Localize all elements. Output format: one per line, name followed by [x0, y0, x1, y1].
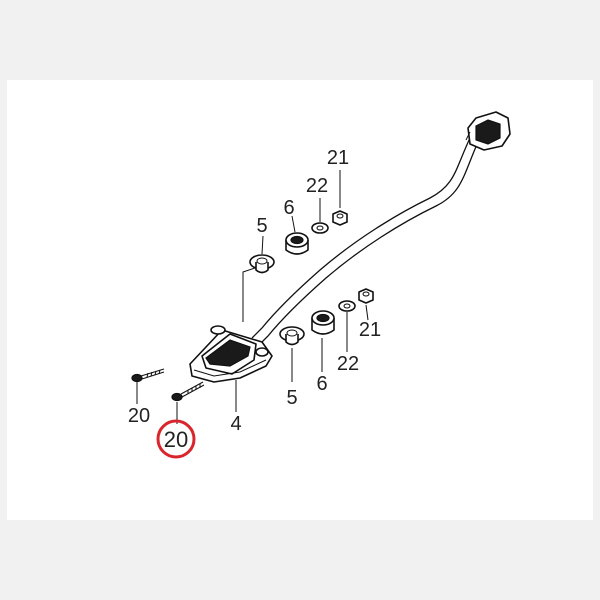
screw-right [171, 381, 205, 424]
callout-5-top: 5 [256, 215, 267, 237]
callout-20-left: 20 [128, 405, 150, 427]
nut-lower [358, 288, 374, 304]
callout-22-right: 22 [337, 353, 359, 375]
screw-left [131, 368, 165, 404]
assembly-guide-upper [242, 267, 256, 322]
callout-21-right: 21 [359, 319, 381, 341]
washer-lower [338, 300, 356, 312]
bushing-lower [311, 310, 335, 335]
leader-lines-lower [291, 304, 369, 382]
callout-5-bottom: 5 [286, 387, 297, 409]
callout-20-highlighted: 20 [164, 427, 188, 452]
housing-assembly [189, 325, 273, 412]
bushing-upper [285, 232, 309, 255]
pin-upper [249, 254, 275, 274]
pin-lower [279, 326, 305, 346]
nut-upper [332, 210, 348, 226]
callout-6-bottom: 6 [316, 373, 327, 395]
washer-upper [311, 222, 329, 234]
connector-plug [465, 111, 511, 151]
callout-22-top: 22 [306, 175, 328, 197]
leader-lines-upper [261, 170, 341, 255]
diagram-frame [7, 80, 593, 520]
highlight-circle [156, 419, 196, 459]
callout-6-top: 6 [283, 197, 294, 219]
callout-4: 4 [230, 413, 241, 435]
wire-harness [251, 137, 479, 347]
callout-21-top: 21 [327, 147, 349, 169]
